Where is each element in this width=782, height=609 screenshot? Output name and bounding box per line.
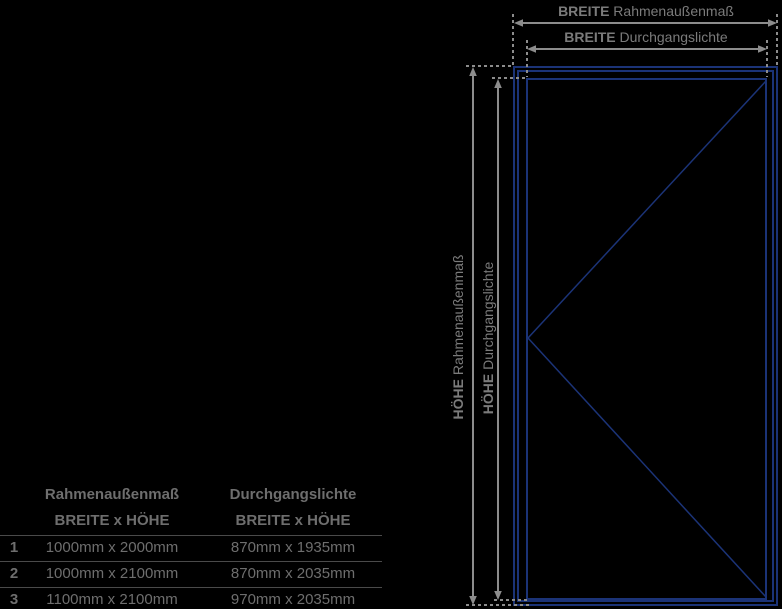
table-header-row: Rahmenaußenmaß Durchgangslichte bbox=[0, 483, 390, 507]
row-durchgang-size: 970mm x 2035mm bbox=[230, 591, 356, 608]
arrowhead-left-icon bbox=[514, 19, 523, 27]
arrowhead-up-icon bbox=[494, 79, 502, 88]
label-bold-part: BREITE bbox=[564, 29, 616, 45]
header-durchgangslichte: Durchgangslichte bbox=[229, 486, 357, 503]
label-rest-part: Durchgangslichte bbox=[480, 261, 496, 370]
row-rahmen-size: 1100mm x 2100mm bbox=[46, 591, 178, 608]
table-row: 1 1000mm x 2000mm 870mm x 1935mm bbox=[0, 535, 390, 561]
extension-lines bbox=[466, 14, 778, 606]
label-breite-durchgangslichte: BREITE Durchgangslichte bbox=[564, 29, 727, 45]
opening-direction-chevron bbox=[526, 80, 767, 598]
table-divider bbox=[0, 587, 382, 588]
dimension-lines bbox=[469, 19, 777, 605]
label-bold-part: HÖHE bbox=[480, 373, 496, 415]
row-number: 2 bbox=[9, 565, 19, 582]
arrowhead-right-icon bbox=[768, 19, 777, 27]
row-number: 3 bbox=[9, 591, 19, 608]
arrowhead-down-icon bbox=[494, 591, 502, 600]
label-rest-part: Durchgangslichte bbox=[619, 29, 728, 45]
arrowhead-left-icon bbox=[527, 45, 536, 53]
table-row: 3 1100mm x 2100mm 970mm x 2035mm bbox=[0, 587, 390, 609]
frame-middle-rect bbox=[517, 70, 774, 602]
arrowhead-down-icon bbox=[469, 596, 477, 605]
label-bold-part: HÖHE bbox=[450, 379, 466, 420]
table-divider bbox=[0, 535, 382, 536]
header-spacer bbox=[0, 507, 28, 535]
door-frame bbox=[513, 66, 778, 606]
label-breite-rahmenaussenmass: BREITE Rahmenaußenmaß bbox=[558, 3, 734, 19]
row-number: 1 bbox=[9, 539, 19, 556]
size-table: Rahmenaußenmaß Durchgangslichte BREITE x… bbox=[0, 483, 390, 609]
row-durchgang-size: 870mm x 1935mm bbox=[230, 539, 356, 556]
frame-outer-rect bbox=[513, 66, 778, 606]
label-hoehe-rahmenaussenmass: HÖHE Rahmenaußenmaß bbox=[450, 255, 466, 420]
table-subheader-row: BREITE x HÖHE BREITE x HÖHE bbox=[0, 507, 390, 535]
row-durchgang-size: 870mm x 2035mm bbox=[230, 565, 356, 582]
subheader-breite-x-hoehe: BREITE x HÖHE bbox=[54, 512, 170, 529]
table-row: 2 1000mm x 2100mm 870mm x 2035mm bbox=[0, 561, 390, 587]
row-rahmen-size: 1000mm x 2100mm bbox=[45, 565, 179, 582]
label-bold-part: BREITE bbox=[558, 3, 610, 19]
arrowhead-right-icon bbox=[758, 45, 767, 53]
header-spacer bbox=[0, 483, 28, 507]
label-rest-part: Rahmenaußenmaß bbox=[450, 254, 466, 376]
subheader-breite-x-hoehe: BREITE x HÖHE bbox=[235, 512, 351, 529]
label-hoehe-durchgangslichte: HÖHE Durchgangslichte bbox=[480, 262, 496, 415]
table-divider bbox=[0, 561, 382, 562]
arrowhead-up-icon bbox=[469, 67, 477, 76]
door-opening-rect bbox=[526, 78, 767, 600]
row-rahmen-size: 1000mm x 2000mm bbox=[45, 539, 179, 556]
header-rahmenaussenmass: Rahmenaußenmaß bbox=[44, 486, 180, 503]
label-rest-part: Rahmenaußenmaß bbox=[613, 3, 734, 19]
